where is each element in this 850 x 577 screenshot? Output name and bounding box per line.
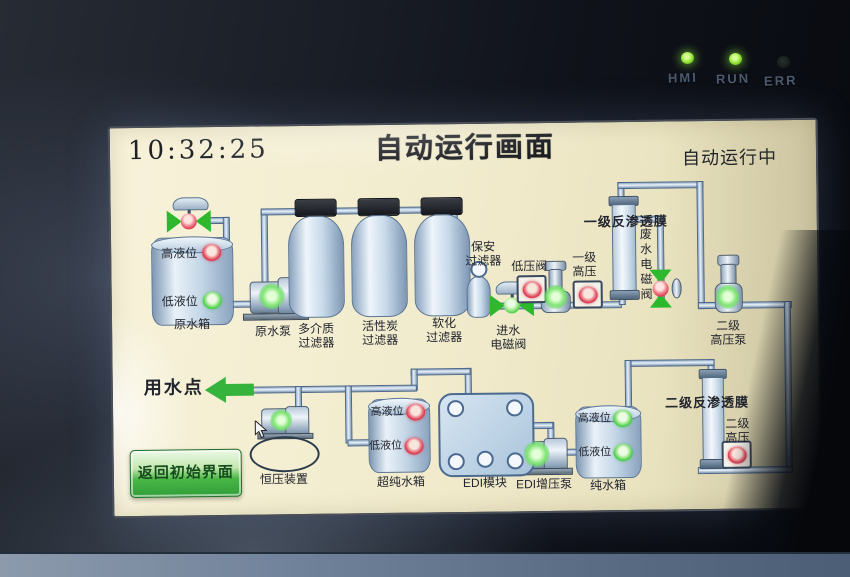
indicator-lamp <box>522 280 542 298</box>
pipe-segment <box>246 384 417 394</box>
constant-pressure-label: 恒压装置 <box>259 471 309 487</box>
carbon-filter-column <box>350 214 408 318</box>
pure-tank-label: 纯水箱 <box>589 478 627 493</box>
ro1-bottom-cap <box>609 289 640 301</box>
clock: 10:32:25 <box>127 134 269 167</box>
raw-tank-low-level-label: 低液位 <box>161 294 198 309</box>
hmi-led-label: HMI <box>667 69 699 86</box>
carbon-filter-label: 活性炭 过滤器 <box>361 318 399 348</box>
run-led-label: RUN <box>715 70 751 87</box>
ultrapure-tank-label: 超纯水箱 <box>376 474 426 490</box>
stage1-pump-state-light <box>543 284 568 310</box>
edi-port <box>447 453 465 471</box>
edi-port <box>447 400 465 418</box>
pipe-segment <box>260 210 269 287</box>
ultrapure-tank-high-level-label: 高液位 <box>370 405 404 419</box>
edi-port <box>476 450 494 468</box>
filter-top-cap <box>357 197 400 217</box>
valve-body <box>489 294 505 317</box>
raw-tank-label: 原水箱 <box>173 317 211 332</box>
pipe-segment <box>624 359 633 411</box>
pipe-segment <box>696 181 705 310</box>
pipe-segment <box>344 385 353 444</box>
ro1-label: 一级反渗透膜 <box>583 213 668 230</box>
water-point-arrow-icon <box>204 376 227 404</box>
run-led-icon <box>729 53 742 65</box>
raw-tank-high-level-indicator <box>202 243 222 262</box>
valve-body <box>166 210 182 233</box>
low-pressure-valve-indicator <box>516 275 547 304</box>
pipe-segment <box>410 367 471 376</box>
valve-body <box>195 210 211 233</box>
ultrapure-tank-low-level-label: 低液位 <box>368 439 403 453</box>
run-status-text: 自动运行中 <box>681 147 778 169</box>
filter-top-cap <box>420 197 463 216</box>
low-pressure-valve-label: 低压阀 <box>511 258 548 274</box>
indicator-lamp <box>578 285 598 304</box>
edi-port <box>506 452 524 470</box>
raw-pump-state-light <box>258 283 285 310</box>
pure-tank-high-level-label: 高液位 <box>577 412 611 425</box>
softener-filter-label: 软化 过滤器 <box>426 316 463 345</box>
constant-pressure-state-light <box>270 409 293 432</box>
edi-module-label: EDI模块 <box>462 475 508 491</box>
inlet-valve-label: 进水 电磁阀 <box>490 323 527 353</box>
page-title: 自动运行画面 <box>374 131 556 166</box>
back-to-home-button[interactable]: 返回初始界面 <box>129 448 243 499</box>
valve-state-light <box>652 280 669 297</box>
constant-pressure-vessel <box>249 435 320 473</box>
err-led-label: ERR <box>763 72 798 89</box>
pure-tank-low-level-label: 低液位 <box>578 446 612 459</box>
desk-surface <box>0 552 850 577</box>
multimedia-filter-column <box>287 215 345 319</box>
waste-valve-label: 废水电磁阀 <box>638 227 654 303</box>
err-led-icon <box>777 56 790 68</box>
stage1-hp-label: 一级 高压 <box>572 250 597 280</box>
feed-valve-icon <box>166 209 211 234</box>
security-filter-vessel <box>466 275 491 318</box>
water-point-arrow-tail <box>223 383 254 396</box>
raw-tank-high-level-label: 高液位 <box>161 246 198 261</box>
photo-shadow <box>720 230 850 577</box>
valve-state-light <box>180 213 197 230</box>
multimedia-filter-label: 多介质 过滤器 <box>298 321 335 351</box>
stage1-hp-indicator <box>572 280 603 309</box>
hmi-screen: 10:32:25 自动运行画面 自动运行中 <box>107 117 823 519</box>
hmi-led-icon <box>681 52 694 64</box>
waste-valve-actuator <box>671 278 682 299</box>
water-point-label: 用水点 <box>143 377 204 398</box>
mouse-cursor-icon <box>254 420 268 439</box>
pipe-segment <box>624 358 715 368</box>
edi-port <box>505 399 524 417</box>
pipe-segment <box>617 181 704 190</box>
filter-top-cap <box>294 198 337 218</box>
